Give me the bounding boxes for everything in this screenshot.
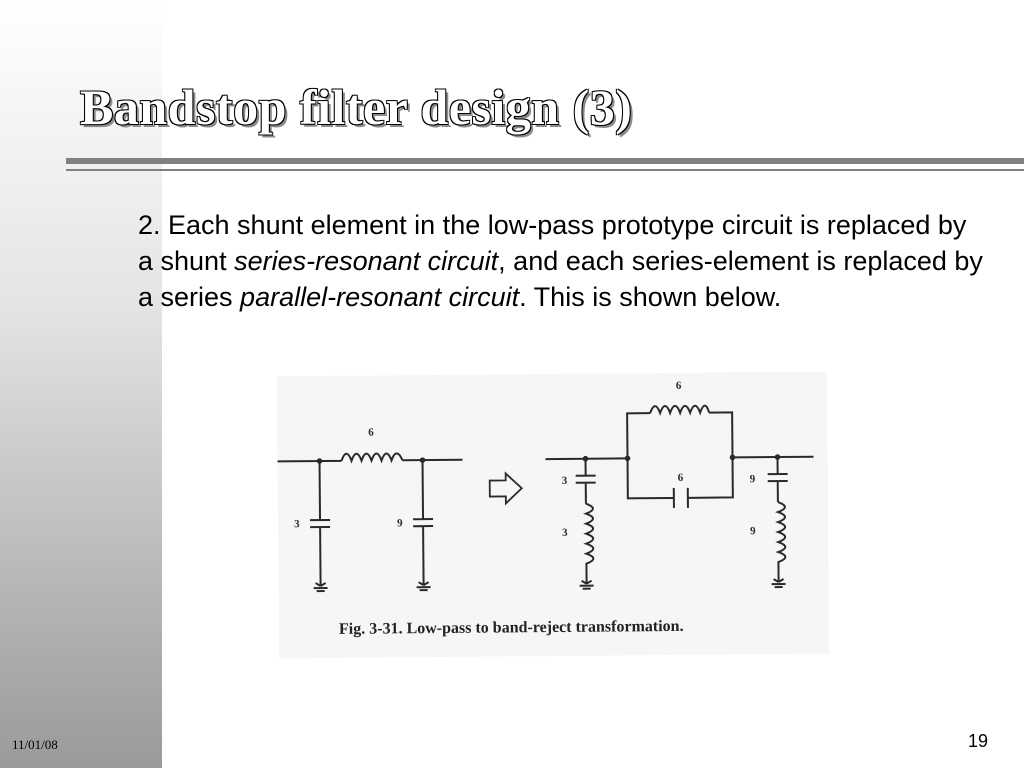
- body-paragraph: 2. Each shunt element in the low-pass pr…: [138, 207, 988, 315]
- right-parallel-inductor: [649, 404, 711, 417]
- right-shunt-branch-2: [767, 457, 788, 503]
- left-shunt-capacitor-1-label: 3: [294, 518, 300, 530]
- right-junction-4: [774, 454, 781, 460]
- left-shunt-capacitor-2-label: 9: [397, 517, 403, 529]
- left-series-inductor-label: 6: [368, 427, 374, 439]
- body-emphasis-series-resonant: series-resonant circuit: [234, 246, 499, 276]
- transform-arrow-icon: [488, 471, 524, 506]
- body-text-part-1: 2. Each shunt element in the low-pass pr…: [138, 210, 967, 276]
- left-ground-1: [313, 582, 328, 593]
- left-junction-2: [419, 457, 426, 463]
- right-shunt-branch-1: [575, 458, 596, 504]
- left-shunt-branch-2: [413, 460, 434, 586]
- right-circuit: [545, 404, 814, 590]
- left-series-inductor: [340, 452, 404, 464]
- body-emphasis-parallel-resonant: parallel-resonant circuit: [240, 282, 520, 312]
- right-shunt-capacitor-2-label: 9: [750, 473, 756, 485]
- circuit-diagram: 6 3 9 6 6 3 3 9 9: [277, 380, 814, 593]
- sidebar-gradient: [0, 0, 162, 768]
- right-shunt-capacitor-1-label: 3: [562, 475, 568, 487]
- right-ground-2: [771, 578, 786, 589]
- left-circuit: [277, 452, 463, 593]
- right-parallel-inductor-label: 6: [676, 380, 682, 392]
- figure-caption: Fig. 3-31. Low-pass to band-reject trans…: [338, 617, 684, 638]
- right-junction-1: [582, 455, 589, 462]
- right-shunt-inductor-1: [583, 502, 595, 584]
- body-text-part-2: , and each series-element is replaced by…: [138, 246, 983, 312]
- circuit-figure: 6 3 9 6 6 3 3 9 9 Fig. 3-31. Low-pass to…: [276, 371, 830, 659]
- right-shunt-inductor-1-label: 3: [562, 527, 568, 539]
- title-rule-thick: [66, 158, 1024, 164]
- left-ground-2: [416, 581, 431, 592]
- left-junction-1: [316, 458, 323, 464]
- right-parallel-capacitor: [672, 487, 689, 508]
- right-parallel-box: [626, 411, 734, 500]
- footer-date: 11/01/08: [12, 737, 58, 752]
- right-shunt-inductor-2-label: 9: [750, 525, 756, 537]
- right-ground-1: [579, 579, 594, 590]
- right-junction-3: [729, 454, 736, 461]
- left-top-wire: [277, 458, 463, 463]
- slide-title: Bandstop filter design (3): [80, 79, 633, 135]
- page-number: 19: [968, 731, 989, 751]
- title-rule-thin: [66, 169, 1024, 171]
- right-parallel-capacitor-label: 6: [678, 472, 684, 484]
- right-shunt-inductor-2: [775, 501, 787, 583]
- body-text-part-3: . This is shown below.: [519, 282, 782, 312]
- right-junction-2: [624, 455, 631, 462]
- left-shunt-branch-1: [310, 461, 331, 587]
